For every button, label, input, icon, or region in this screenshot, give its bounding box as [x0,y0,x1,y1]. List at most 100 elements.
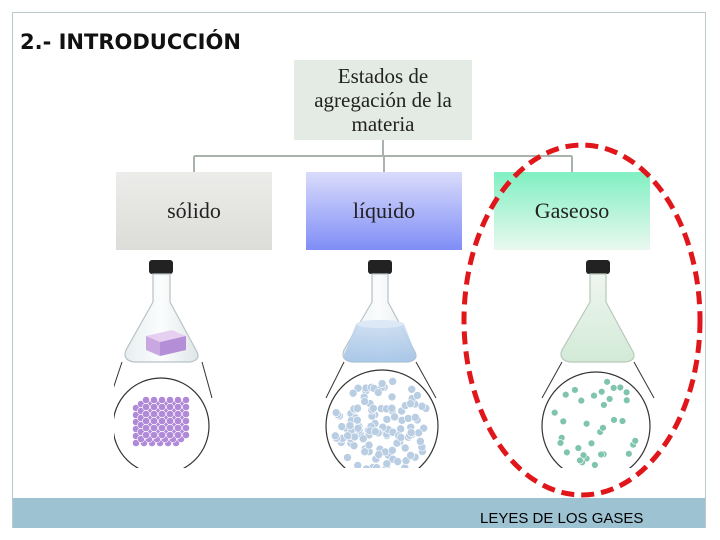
liquid-particle [337,422,347,431]
liquid-particle [360,447,370,457]
liquid-particle [388,446,397,455]
liquid-particle [388,377,397,386]
liquid-particle [349,441,359,451]
gas-particle [618,417,627,425]
gas-particle [609,384,618,392]
solid-particle [142,431,150,439]
liquid-particle [358,434,368,444]
liquid-particle [413,391,422,400]
gas-particle [603,378,611,386]
liquid-particle [343,453,352,462]
footer-bar [13,498,705,528]
gas-particle [600,401,608,409]
liquid-particle [353,461,363,468]
gas-particle [550,408,559,417]
state-label-liquid: líquido [352,198,416,223]
liquid-particle [362,464,371,468]
cube-left [146,336,160,356]
zoom-line-right-gas [633,361,655,399]
gas-particle [591,461,599,468]
gas-particle [631,437,639,445]
gas-particle [562,390,570,399]
liquid-particle [406,451,415,460]
liquid-particle [374,450,384,459]
zoom-line-left-liquid [325,361,345,399]
flask-stopper-gas [586,260,610,274]
flask-stopper-liquid [368,260,392,274]
liquid-particle [387,403,397,413]
solid-particle [166,431,174,439]
solid-particle [158,431,166,439]
state-label-solid: sólido [167,198,221,223]
gas-highlight-ellipse [461,142,703,498]
gas-particle [582,420,591,428]
liquid-particle [353,404,362,413]
liquid-particle [353,415,362,425]
particle-cluster-liquid [330,377,431,468]
particle-scatter-gas [550,378,639,468]
liquid-fill [344,324,416,362]
gas-particle [599,424,607,432]
liquid-particle [407,384,417,394]
gas-particle [610,416,618,424]
gas-particle [623,396,631,404]
cube-right [160,336,186,356]
state-label-gas: Gaseoso [534,198,610,223]
state-node-liquid: líquido [306,172,462,250]
gas-particle [579,451,588,459]
liquid-particle [400,443,410,453]
liquid-particle [393,457,403,466]
liquid-particle [382,415,392,424]
liquid-particle [416,437,425,446]
gas-particle [605,395,614,403]
solid-particle [150,431,158,439]
footer-label: LEYES DE LOS GASES [480,510,644,527]
gas-particle [556,439,565,447]
liquid-particle [377,379,387,388]
zoom-line-right-liquid [415,361,437,399]
gas-particle [577,396,586,405]
liquid-particle [368,404,378,413]
gas-particle [597,388,606,396]
gas-flask-illustration [541,260,655,468]
solid-flask-illustration [114,260,213,468]
liquid-particle [360,397,370,406]
liquid-particle [411,413,420,422]
liquid-particle [348,388,358,398]
gas-particle [622,388,631,397]
liquid-particle [387,392,397,402]
gas-particle [587,439,596,448]
gas-particle [563,448,571,457]
liquid-particle [382,459,392,468]
cube-top [146,330,186,342]
slide-title: 2.- INTRODUCCIÓN [20,30,241,54]
liquid-particle [345,421,355,430]
gas-particle [590,391,598,400]
root-node: Estados de agregación de la materia [294,60,472,140]
gas-particle [574,444,583,452]
zoom-line-right-solid [201,361,213,399]
liquid-surface [356,320,404,328]
zoom-line-left-gas [541,361,563,399]
liquid-particle [371,427,380,436]
gas-particle [625,450,633,458]
liquid-particle [331,408,341,417]
solid-particle [182,431,190,439]
zoom-line-left-solid [114,361,123,388]
state-node-solid: sólido [116,172,272,250]
liquid-particle [343,431,352,440]
liquid-flask-illustration [325,260,439,468]
particle-lattice-solid [132,396,190,447]
gas-particle [597,450,605,459]
liquid-particle [372,463,381,468]
flask-stopper-solid [149,260,173,274]
gas-particle [576,456,584,465]
liquid-particle [406,399,415,408]
liquid-particle [330,431,340,441]
solid-particle [174,431,182,439]
liquid-particle [396,433,406,442]
liquid-particle [390,412,399,422]
gas-particle [559,417,567,426]
